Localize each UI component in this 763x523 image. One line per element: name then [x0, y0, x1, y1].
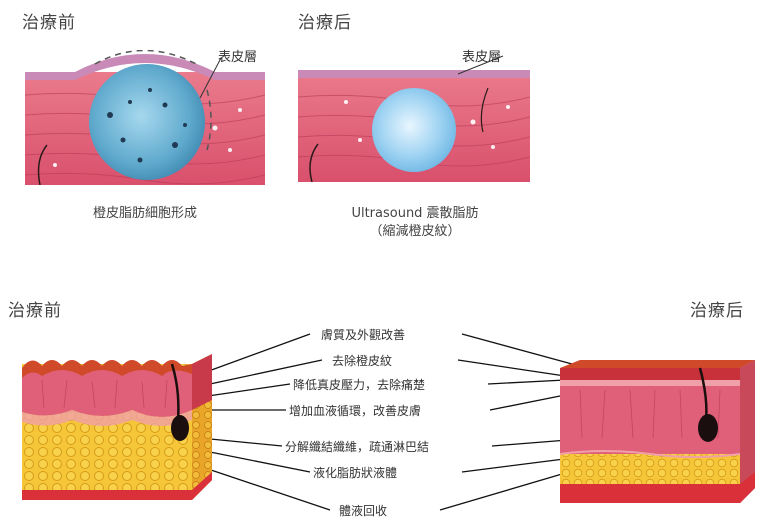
annotation-label-2: 去除橙皮紋: [329, 352, 395, 369]
annotation-label-1: 膚質及外觀改善: [318, 326, 408, 343]
annotation-label-7: 體液回收: [336, 502, 390, 519]
skin-block-after: [560, 358, 760, 513]
annotation-label-6: 液化脂肪狀液體: [310, 464, 400, 481]
annotation-label-4: 增加血液循環，改善皮膚: [286, 402, 424, 419]
annotation-label-5: 分解纖結纖維，疏通淋巴結: [282, 438, 432, 455]
skin-block-before: [22, 350, 222, 510]
annotation-label-3: 降低真皮壓力，去除痛楚: [290, 376, 428, 393]
